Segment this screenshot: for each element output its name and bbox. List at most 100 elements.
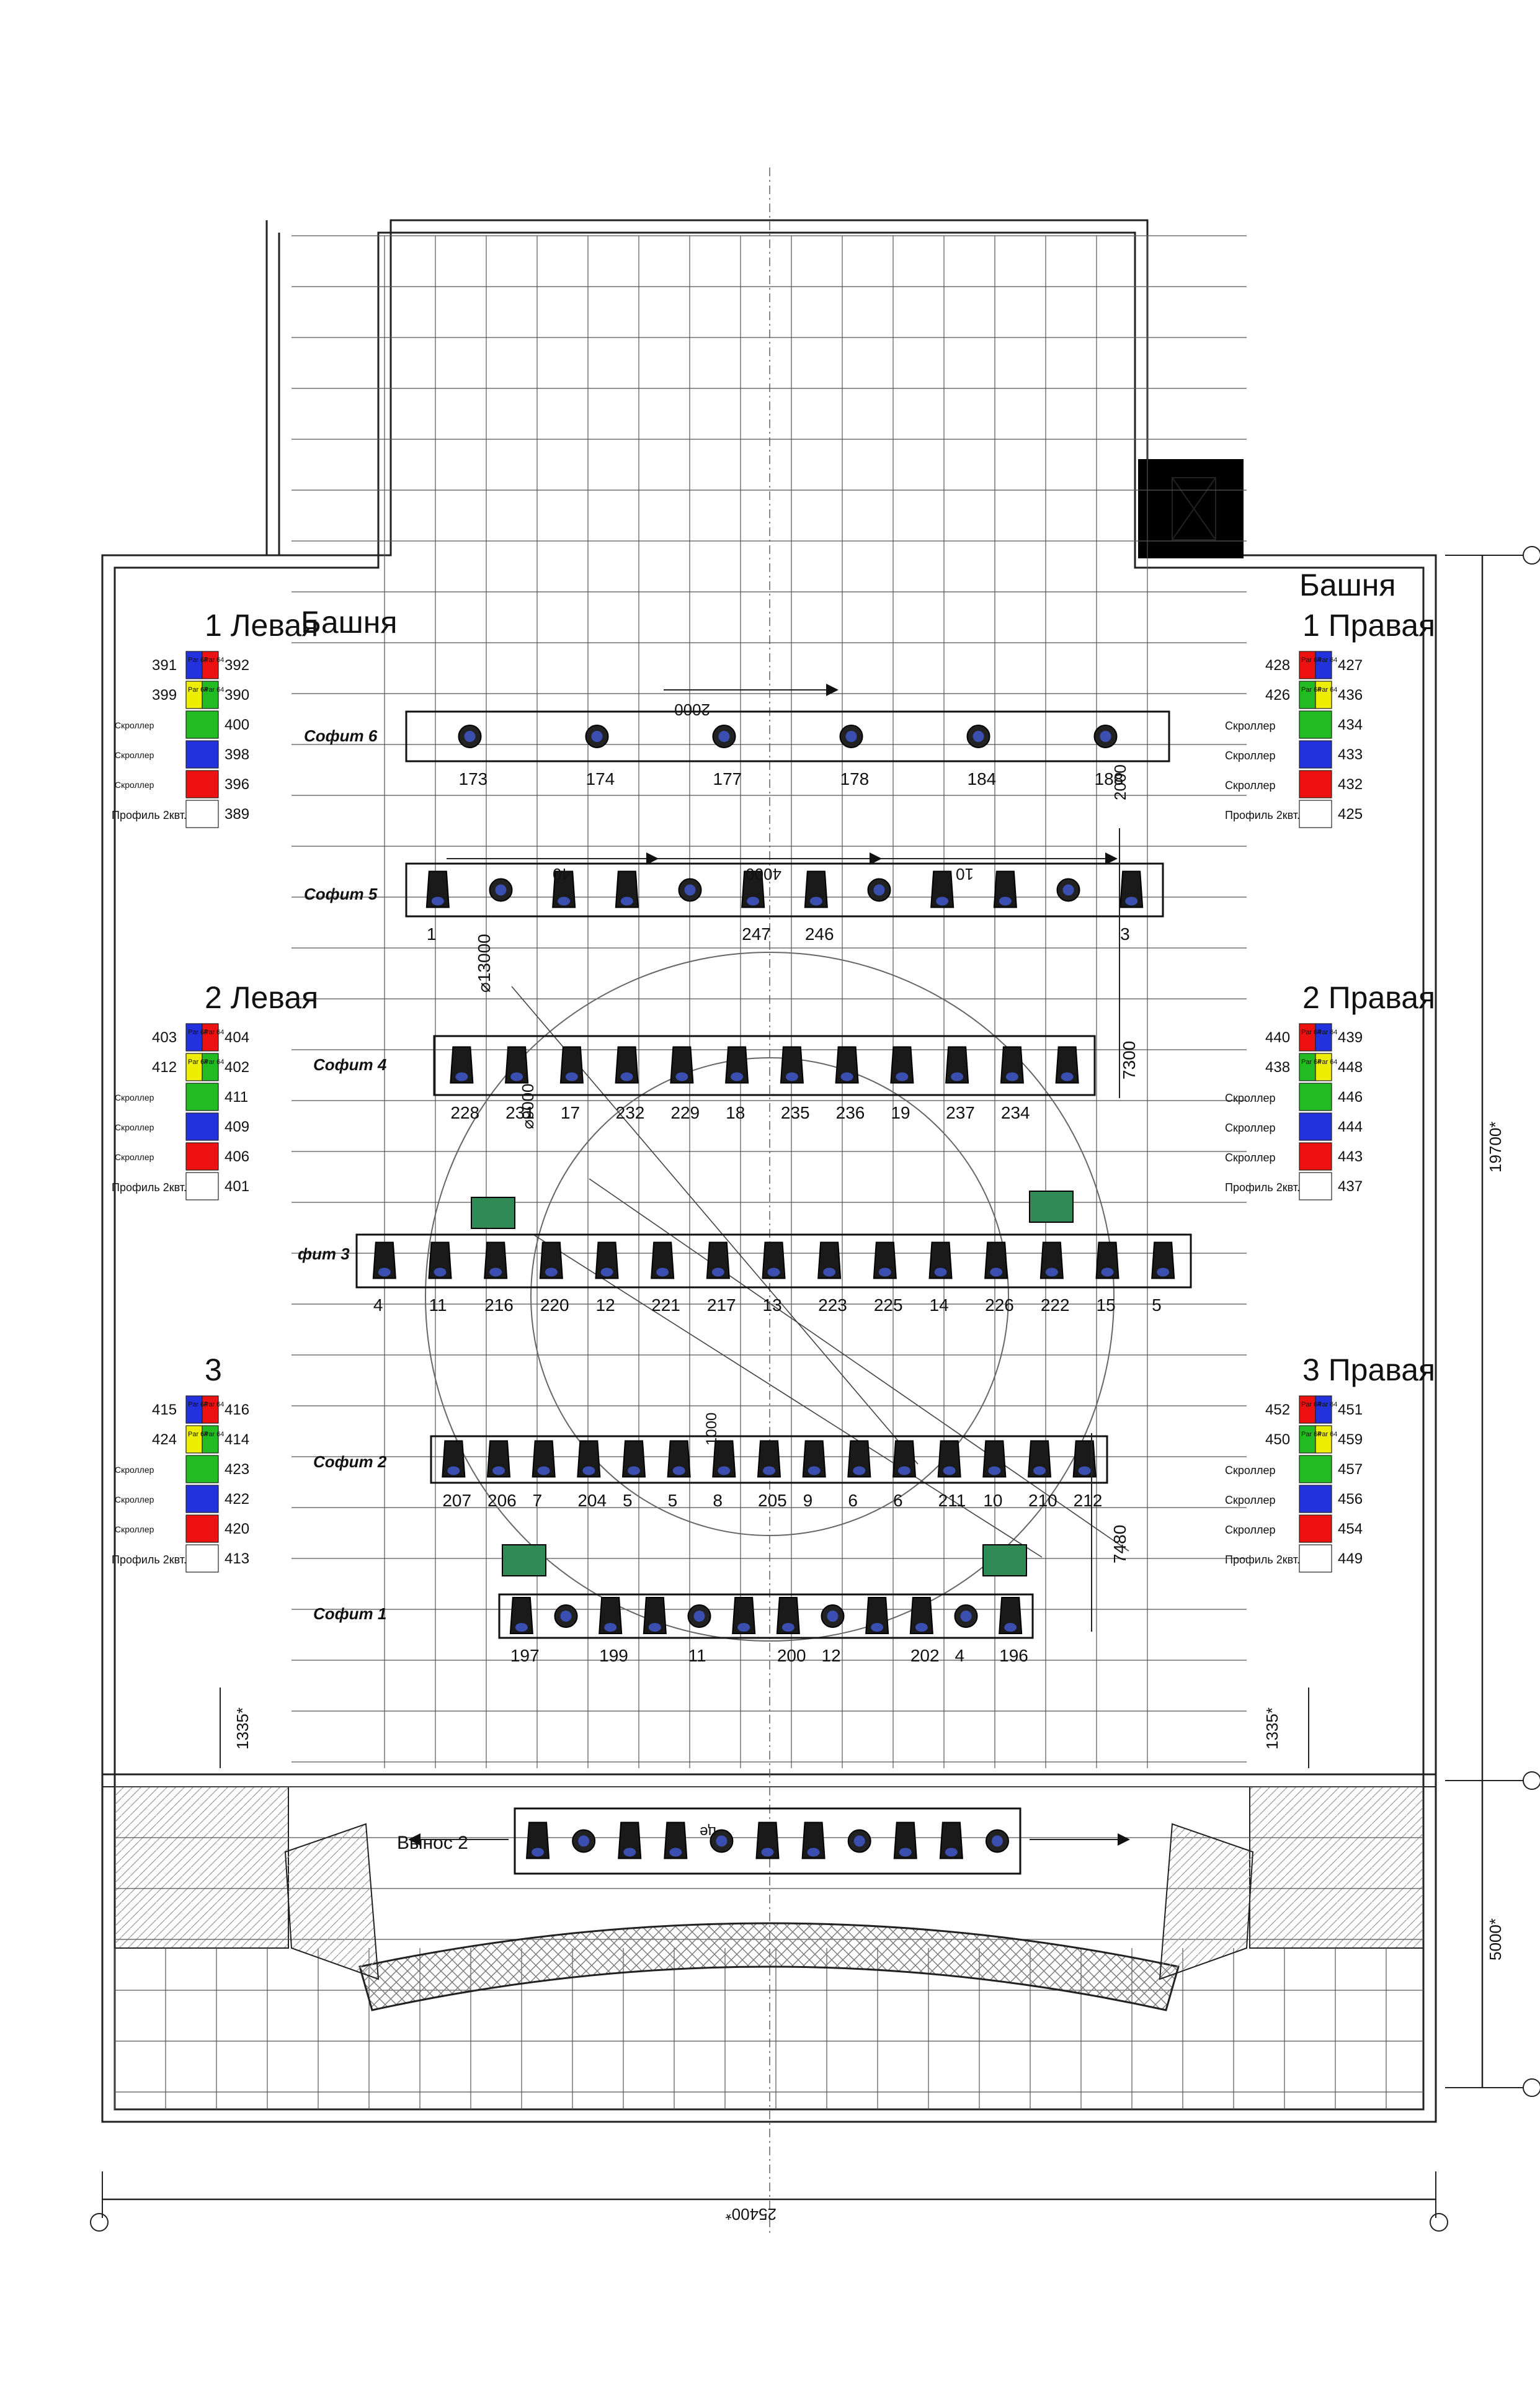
fixture-number: 5 xyxy=(1152,1295,1162,1315)
right-number: 392 xyxy=(225,657,249,674)
fixture-glow xyxy=(578,1835,590,1847)
fixture-glow xyxy=(845,731,857,742)
fixture xyxy=(712,725,736,748)
color-cell xyxy=(202,1053,219,1081)
fixture-glow xyxy=(623,1848,636,1857)
color-cell xyxy=(185,1172,219,1200)
fixture xyxy=(1027,1440,1052,1478)
fixture-number: 246 xyxy=(805,924,834,944)
fixture-glow xyxy=(1061,1072,1074,1081)
fixture xyxy=(577,1440,601,1478)
left-number: 424 xyxy=(152,1431,177,1448)
color-cell xyxy=(1315,1425,1332,1454)
fixture-number: 217 xyxy=(707,1295,736,1315)
color-cell xyxy=(1315,1395,1332,1424)
fixture-number: 4 xyxy=(955,1646,965,1665)
fixture-number: 235 xyxy=(781,1103,810,1122)
fixture-glow xyxy=(455,1072,468,1081)
color-cell xyxy=(185,1514,219,1543)
fixture-body xyxy=(890,1046,914,1084)
color-cell xyxy=(1315,681,1332,709)
fixture-body xyxy=(670,1046,694,1084)
fixture xyxy=(525,1822,550,1859)
fixture xyxy=(539,1241,563,1279)
fixture-glow xyxy=(684,884,696,896)
batten-name: фит 3 xyxy=(298,1245,350,1263)
fixture-number: 205 xyxy=(758,1491,787,1510)
fixture-body xyxy=(615,1046,639,1084)
fixture-body xyxy=(930,870,955,908)
fixture-number: 178 xyxy=(840,769,870,789)
fixture-glow xyxy=(537,1466,550,1475)
fixture xyxy=(572,1829,596,1853)
fixture xyxy=(559,1046,584,1084)
fixture-body xyxy=(873,1241,897,1279)
left-number: Профиль 2квт. xyxy=(1225,1181,1300,1194)
fixture-glow xyxy=(1033,1466,1046,1475)
fixture-glow xyxy=(545,1267,558,1277)
fixture-glow xyxy=(809,896,822,906)
fixture-number: 173 xyxy=(459,769,488,789)
right-number: 400 xyxy=(225,717,249,733)
color-cell xyxy=(1299,681,1316,709)
fixture xyxy=(615,870,639,908)
fixture-number: 229 xyxy=(670,1103,700,1122)
batten-name: Вынос 2 xyxy=(397,1833,468,1853)
left-number: 452 xyxy=(1265,1401,1290,1418)
fixture-glow xyxy=(711,1267,724,1277)
fixture-glow xyxy=(620,1072,633,1081)
color-cell xyxy=(185,1083,219,1111)
right-number: 425 xyxy=(1338,806,1363,823)
color-cell xyxy=(1315,1053,1332,1081)
fixture-body xyxy=(1055,1046,1079,1084)
right-number: 396 xyxy=(225,776,249,793)
right-number: 409 xyxy=(225,1119,249,1135)
fixture xyxy=(801,1822,826,1859)
left-stair-block xyxy=(114,1786,289,1949)
fixture xyxy=(1055,1046,1079,1084)
fixture-body xyxy=(741,870,765,908)
color-cell xyxy=(185,710,219,739)
fixture-body xyxy=(892,1440,917,1478)
fixture-number: 9 xyxy=(803,1491,813,1510)
fixture-body xyxy=(804,870,828,908)
left-number: Скроллер xyxy=(1225,1151,1276,1164)
fixture-number: 14 xyxy=(930,1295,949,1315)
fixture-number: 177 xyxy=(713,769,742,789)
dim-circle-13000: ⌀13000 xyxy=(474,934,494,993)
right-number: 436 xyxy=(1338,687,1363,704)
fixture-body xyxy=(667,1440,691,1478)
fixture-glow xyxy=(823,1267,836,1277)
par-label: Par 64 xyxy=(188,1401,208,1408)
fixture-glow xyxy=(489,1267,502,1277)
fixture-body xyxy=(509,1597,533,1634)
fixture xyxy=(725,1046,749,1084)
color-cell xyxy=(1299,800,1332,828)
fixture-number: 5 xyxy=(668,1491,678,1510)
par-label: Par 64 xyxy=(204,686,224,694)
color-cell xyxy=(1299,1455,1332,1483)
color-cell xyxy=(185,1425,203,1454)
right-number: 423 xyxy=(225,1461,249,1478)
fixture xyxy=(835,1046,859,1084)
par-label: Par 64 xyxy=(204,1431,224,1438)
fixture xyxy=(802,1440,826,1478)
par-label: Par 64 xyxy=(188,686,208,694)
building-walls xyxy=(101,168,1437,2233)
fixture-glow xyxy=(731,1072,744,1081)
fixture-body xyxy=(559,1046,584,1084)
left-number: 415 xyxy=(152,1401,177,1418)
fixture-number: 1 xyxy=(427,924,437,944)
fixture-body xyxy=(817,1241,842,1279)
fixture-body xyxy=(618,1822,642,1859)
fixture-body xyxy=(1027,1440,1052,1478)
fixture xyxy=(554,1604,578,1628)
right-number: 432 xyxy=(1338,776,1363,793)
fixture-number: 206 xyxy=(487,1491,517,1510)
fixture xyxy=(428,1241,452,1279)
fixture-number: 12 xyxy=(596,1295,615,1315)
color-cell xyxy=(185,651,203,679)
fixture-body xyxy=(539,1241,563,1279)
